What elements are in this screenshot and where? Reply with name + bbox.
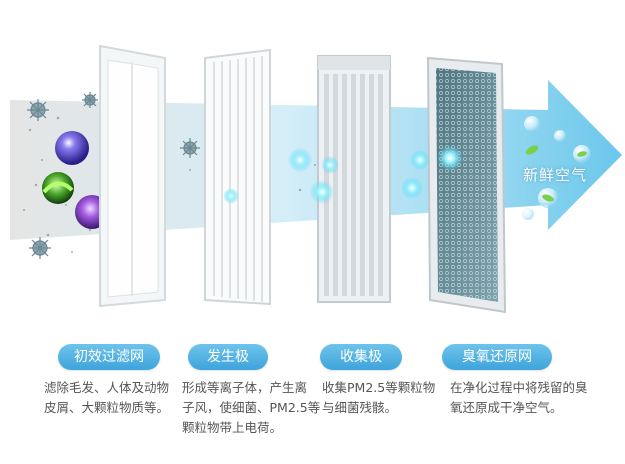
stage-desc-primary-filter: 滤除毛发、人体及动物 皮屑、大颗粒物质等。 bbox=[44, 380, 170, 415]
germ-ball bbox=[55, 131, 89, 165]
collector-electrode bbox=[317, 55, 391, 303]
charged-glows bbox=[288, 145, 463, 204]
generator-electrode bbox=[204, 48, 271, 306]
stage-desc-ozone-mesh: 在净化过程中将残留的臭 氧还原成干净空气。 bbox=[450, 380, 588, 415]
stage-label-primary-filter: 初效过滤网 bbox=[58, 344, 160, 370]
germ-ball bbox=[42, 172, 74, 204]
ozone-reduction-mesh bbox=[426, 56, 507, 314]
stage-label-collector: 收集极 bbox=[320, 344, 402, 370]
charged-particle bbox=[223, 188, 239, 204]
primary-filter bbox=[99, 44, 166, 308]
stage-desc-collector: 收集PM2.5等颗粒物 与细菌残骸。 bbox=[322, 380, 436, 415]
leaf-icon bbox=[525, 145, 587, 202]
bacteria-rod bbox=[42, 181, 74, 194]
stage-label-generator: 发生极 bbox=[188, 344, 268, 370]
fresh-air-text: 新鲜空气 bbox=[523, 166, 588, 184]
stage-label-ozone-mesh: 臭氧还原网 bbox=[442, 344, 552, 370]
stage-desc-generator: 形成等离子体，产生离 子风，使细菌、PM2.5等 颗粒物带上电荷。 bbox=[182, 380, 321, 435]
